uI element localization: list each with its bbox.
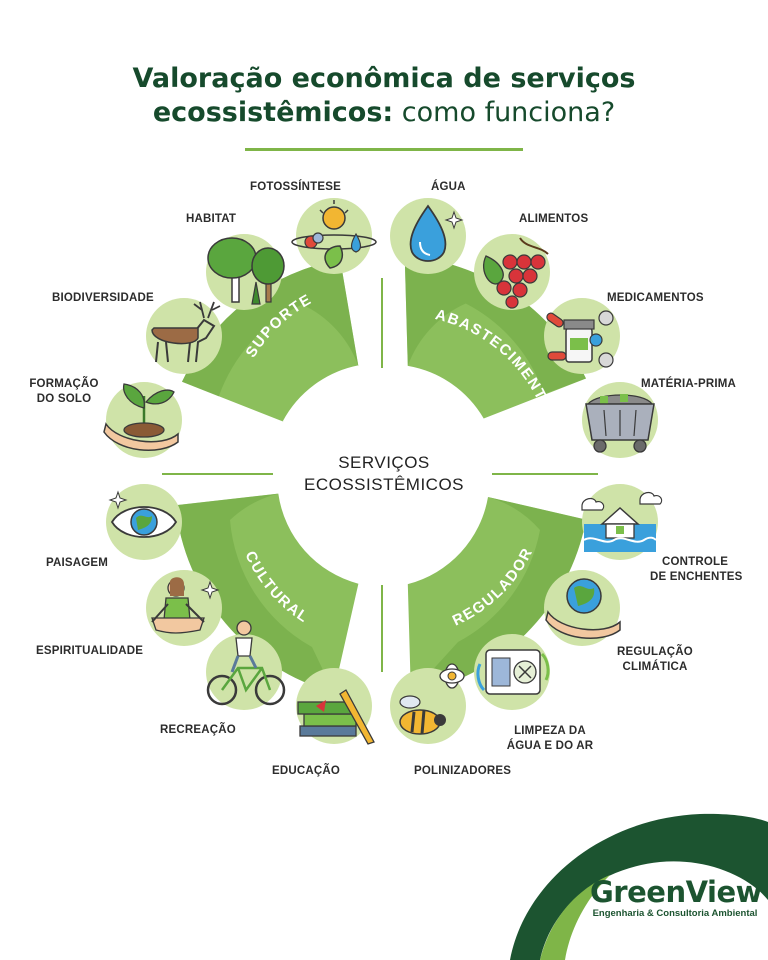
label-polinizadores: POLINIZADORES — [414, 765, 512, 777]
label-materia-prima: MATÉRIA-PRIMA — [641, 378, 737, 390]
label-paisagem: PAISAGEM — [46, 557, 109, 569]
abastecimento-band — [404, 256, 586, 419]
cultural-band — [175, 493, 359, 693]
label-recreacao: RECREAÇÃO — [160, 724, 236, 736]
hand-globe-icon — [544, 570, 621, 646]
logo-name: GreenView — [590, 875, 762, 909]
page-title-line-1: Valoração econômica de serviços — [132, 63, 636, 94]
label-agua: ÁGUA — [431, 181, 466, 193]
bicycle-icon — [206, 620, 286, 710]
title-divider — [245, 148, 523, 151]
center-title: SERVIÇOS ECOSSISTÊMICOS — [303, 453, 465, 494]
label-biodiversidade: BIODIVERSIDADE — [52, 292, 154, 304]
medicine-icon — [544, 298, 620, 374]
habitat-icon — [206, 234, 285, 310]
quadrant-dividers — [162, 278, 598, 672]
deer-icon — [146, 298, 222, 374]
label-medicamentos: MEDICAMENTOS — [607, 292, 704, 304]
flood-house-icon — [581, 484, 663, 560]
water-drop-icon — [390, 198, 466, 274]
label-habitat: HABITAT — [186, 213, 237, 225]
greenview-logo: GreenView Engenharia & Consultoria Ambie… — [590, 875, 762, 920]
label-educacao: EDUCAÇÃO — [272, 765, 341, 777]
bee-flower-icon — [390, 663, 466, 744]
label-espiritualidade: ESPIRITUALIDADE — [36, 645, 144, 657]
books-icon — [296, 668, 375, 745]
photosynthesis-icon — [291, 198, 377, 274]
label-alimentos: ALIMENTOS — [519, 213, 589, 225]
page-title-line-2: ecossistêmicos: como funciona? — [152, 97, 616, 128]
suporte-band — [182, 259, 359, 423]
grapes-icon — [474, 234, 550, 310]
meditation-icon — [146, 570, 222, 646]
eye-globe-icon — [106, 484, 182, 560]
logo-swoosh — [510, 813, 768, 960]
mine-cart-icon — [582, 382, 658, 458]
logo-tagline: Engenharia & Consultoria Ambiental — [592, 908, 758, 919]
hand-plant-icon — [103, 382, 182, 458]
regulador-band — [407, 497, 586, 694]
filter-icon — [474, 634, 550, 710]
label-fotossintese: FOTOSSÍNTESE — [250, 181, 342, 193]
